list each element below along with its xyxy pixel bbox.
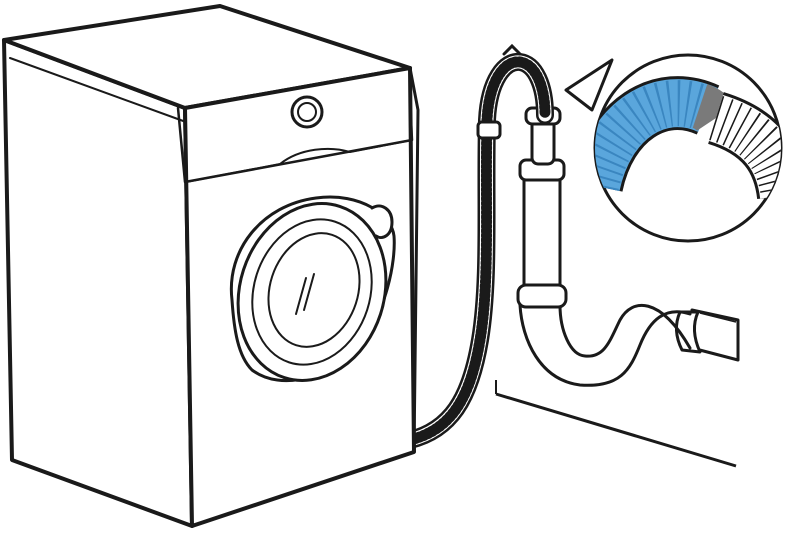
drain-outlet-hose: [518, 303, 692, 387]
wall-floor: [495, 380, 737, 468]
wall-drain-pipe-icon: [675, 308, 740, 362]
standpipe: [516, 106, 568, 309]
drain-hose-icon: [401, 43, 554, 449]
magnifier-callout-icon: [564, 53, 783, 243]
hose-detail-zoom: [595, 76, 781, 200]
washing-machine-icon: [2, 4, 420, 528]
